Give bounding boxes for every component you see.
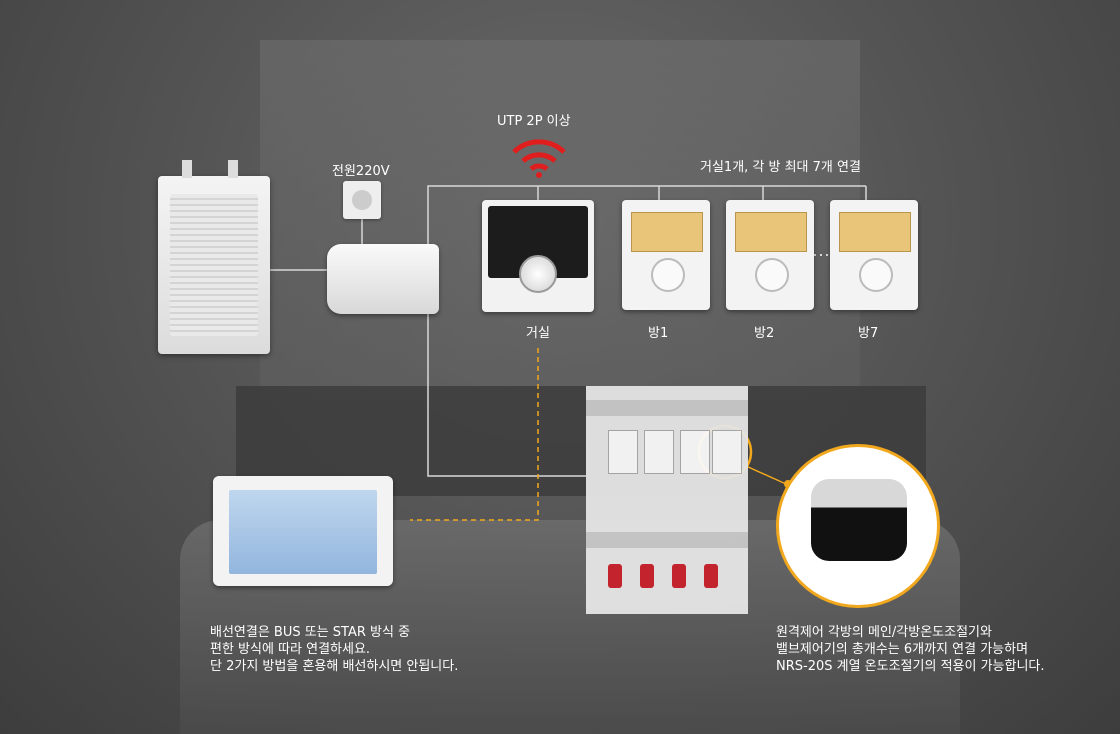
room1-label: 방1	[648, 326, 669, 341]
connect-label: 거실1개, 각 방 최대 7개 연결	[700, 160, 861, 175]
room-thermostat-7	[830, 200, 918, 310]
valve-manifold	[586, 386, 748, 614]
wifi-icon	[512, 139, 566, 178]
living-label: 거실	[526, 326, 550, 341]
power-outlet-icon	[343, 181, 381, 219]
room7-label: 방7	[858, 326, 879, 341]
utp-label: UTP 2P 이상	[497, 114, 571, 129]
controller-hub	[327, 244, 439, 314]
wiring-note: 배선연결은 BUS 또는 STAR 방식 중 편한 방식에 따라 연결하세요. …	[210, 625, 459, 674]
power-label: 전원220V	[332, 164, 390, 179]
room-thermostat-1	[622, 200, 710, 310]
main-thermostat	[482, 200, 594, 312]
actuator-zoom	[776, 444, 940, 608]
remote-note: 원격제어 각방의 메인/각방온도조절기와 밸브제어기의 총개수는 6개까지 연결…	[776, 625, 1045, 674]
boiler	[158, 160, 270, 354]
room-thermostat-2	[726, 200, 814, 310]
wall-pad-tablet	[213, 476, 393, 586]
room2-label: 방2	[754, 326, 775, 341]
